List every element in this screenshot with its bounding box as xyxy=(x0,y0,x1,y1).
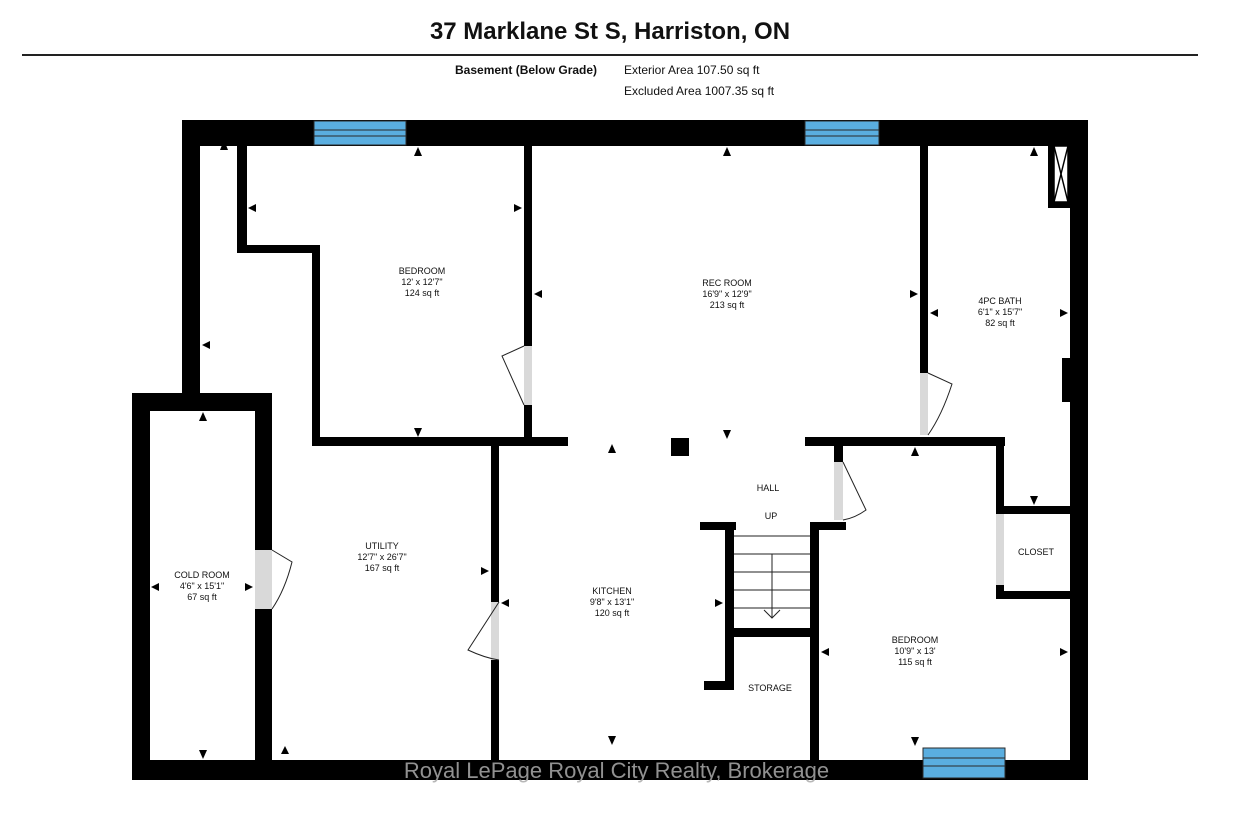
stairs-up-label: UP xyxy=(765,511,778,521)
bedroom1-name: BEDROOM xyxy=(399,266,446,276)
room-labels: BEDROOM 12' x 12'7" 124 sq ft REC ROOM 1… xyxy=(174,266,1054,693)
bedroom2-name: BEDROOM xyxy=(892,635,939,645)
kitchen-dims: 9'8" x 13'1" xyxy=(590,597,634,607)
cold-room-name: COLD ROOM xyxy=(174,570,230,580)
excluded-area: Excluded Area 1007.35 sq ft xyxy=(624,84,775,98)
utility-name: UTILITY xyxy=(365,541,399,551)
cold-room-area: 67 sq ft xyxy=(187,592,217,602)
bedroom1-area: 124 sq ft xyxy=(405,288,440,298)
exterior-area: Exterior Area 107.50 sq ft xyxy=(624,63,760,77)
closet-label: CLOSET xyxy=(1018,547,1055,557)
utility-dims: 12'7" x 26'7" xyxy=(357,552,406,562)
watermark: Royal LePage Royal City Realty, Brokerag… xyxy=(403,758,830,783)
windows xyxy=(313,120,1006,779)
page-title: 37 Marklane St S, Harriston, ON xyxy=(429,18,791,45)
bath-area: 82 sq ft xyxy=(985,318,1015,328)
storage-label: STORAGE xyxy=(748,683,792,693)
title-divider xyxy=(22,54,1198,56)
kitchen-area: 120 sq ft xyxy=(595,608,630,618)
staircase xyxy=(734,535,810,619)
rec-room-name: REC ROOM xyxy=(702,278,752,288)
bath-name: 4PC BATH xyxy=(978,296,1021,306)
rec-room-dims: 16'9" x 12'9" xyxy=(702,289,751,299)
kitchen-name: KITCHEN xyxy=(592,586,632,596)
cold-room-dims: 4'6" x 15'1" xyxy=(180,581,224,591)
doors xyxy=(255,345,1004,661)
bedroom1-dims: 12' x 12'7" xyxy=(401,277,442,287)
hall-label: HALL xyxy=(757,483,780,493)
closet-fixture xyxy=(1053,145,1069,203)
bath-dims: 6'1" x 15'7" xyxy=(978,307,1022,317)
dimension-arrows xyxy=(151,140,1068,759)
bedroom2-area: 115 sq ft xyxy=(898,657,932,667)
walls xyxy=(132,120,1088,780)
bedroom2-dims: 10'9" x 13' xyxy=(894,646,935,656)
utility-area: 167 sq ft xyxy=(365,563,400,573)
rec-room-area: 213 sq ft xyxy=(710,300,745,310)
level-label: Basement (Below Grade) xyxy=(455,63,598,77)
